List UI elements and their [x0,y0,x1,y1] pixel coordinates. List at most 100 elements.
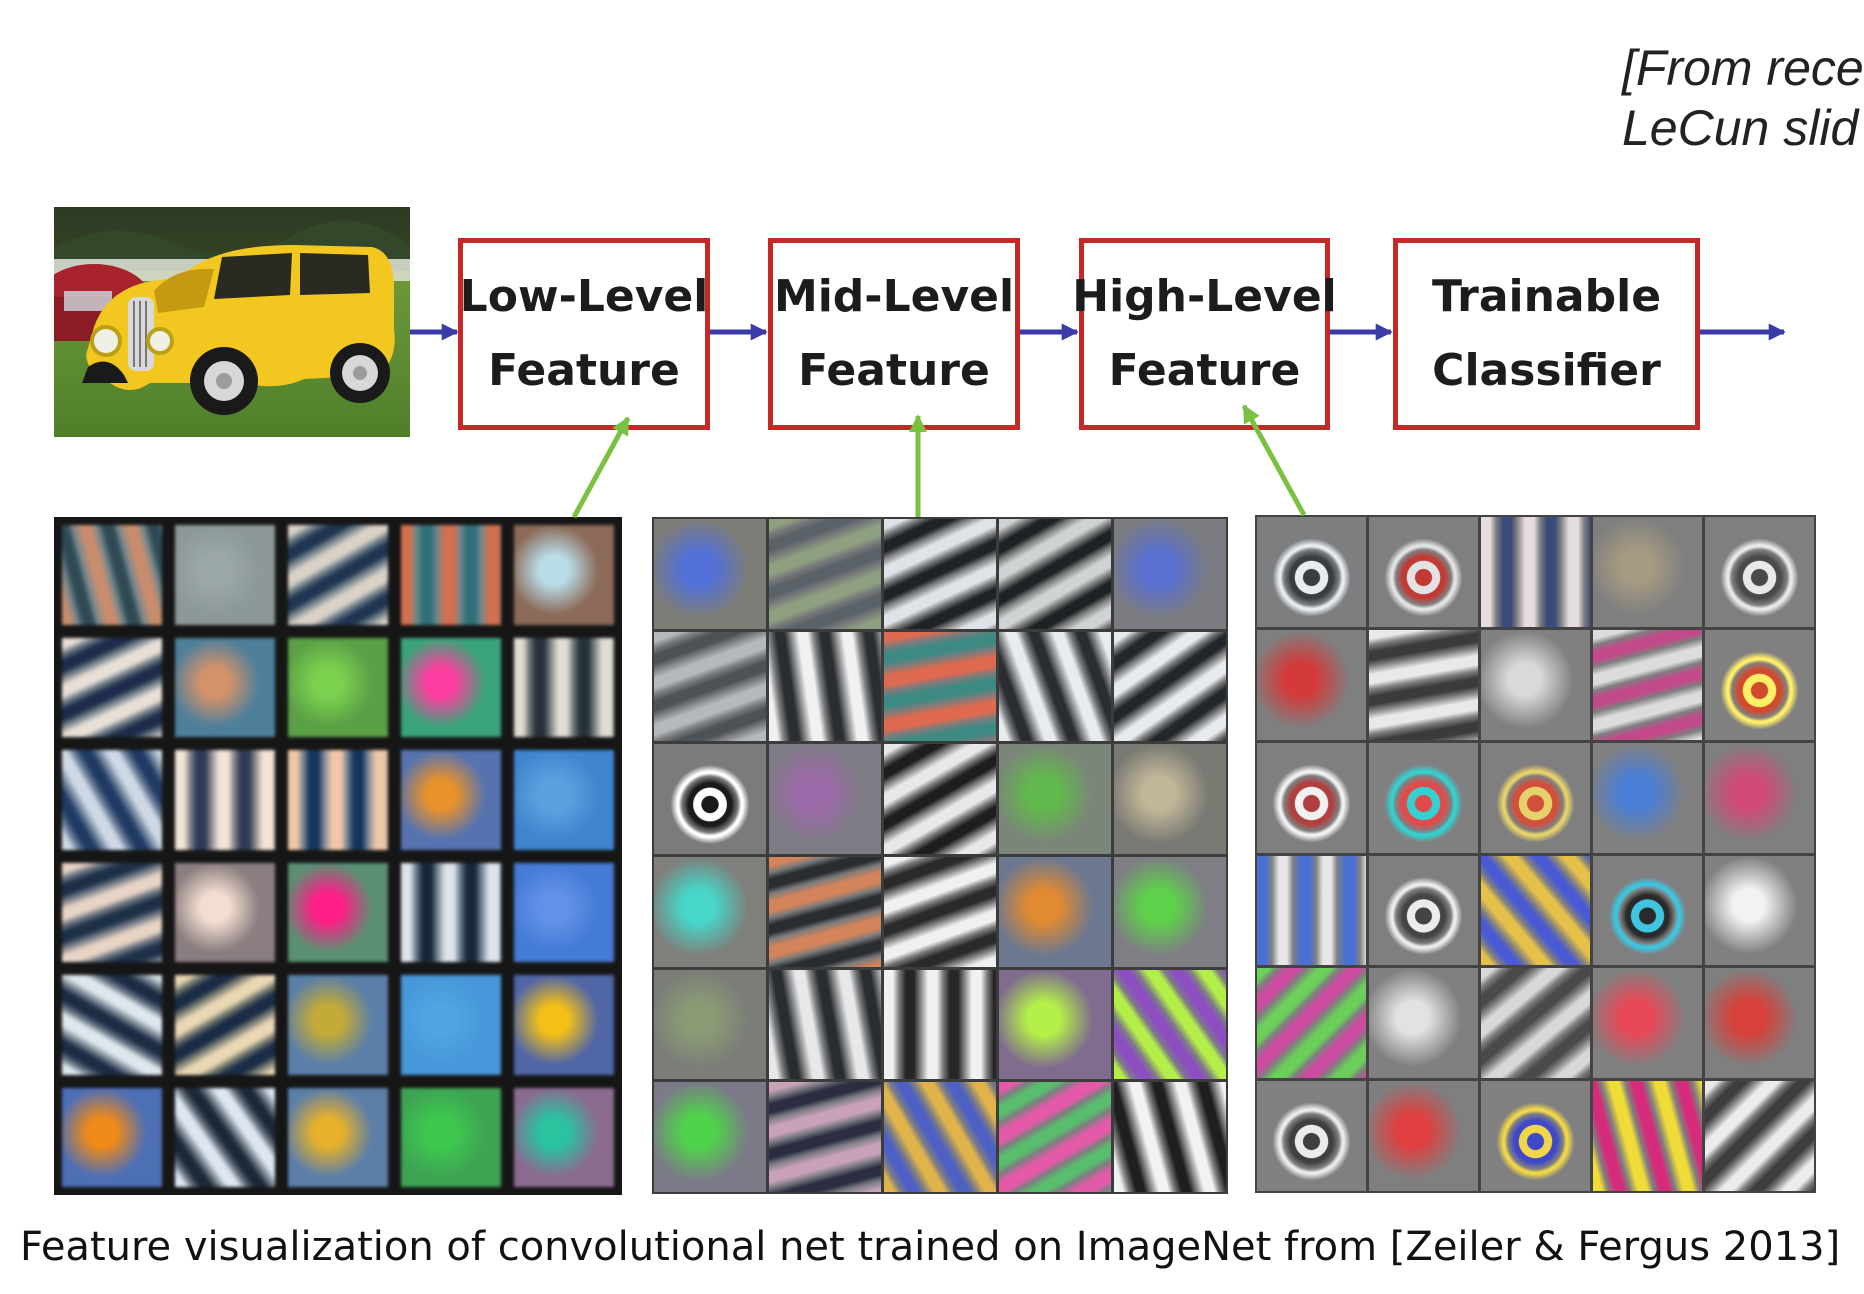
feature-tile [654,1082,766,1192]
citation-line-2: LeCun slid [1622,100,1859,156]
feature-tile [999,969,1111,1080]
feature-tile [62,975,162,1075]
feature-tile [62,750,162,850]
feature-tile [1369,1081,1478,1191]
stage-label-line-2: Feature [798,345,990,396]
feature-tile [514,1087,614,1187]
feature-tile [401,750,501,850]
feature-tile [654,856,766,967]
stage-label-line-1: Low-Level [459,271,709,322]
feature-tile [175,975,275,1075]
feature-tile [1257,1081,1366,1191]
feature-tile [1593,968,1702,1079]
feature-tile [769,631,881,742]
feature-tile [1257,517,1366,627]
feature-tile [288,637,388,737]
feature-tile [654,744,766,854]
feature-tile [884,631,996,742]
feature-tile [514,750,614,850]
feature-tile [1705,629,1814,740]
high-level-feature-grid [1255,515,1816,1193]
feature-tile [288,750,388,850]
feature-tile [1257,629,1366,740]
feature-tile [1481,855,1590,966]
feature-tile [999,519,1111,629]
citation-note: [From rece LeCun slid [1622,38,1864,158]
feature-tile [654,969,766,1080]
feature-tile [401,525,501,625]
feature-tile [1481,742,1590,853]
feature-tile [62,862,162,962]
feature-tile [288,862,388,962]
feature-tile [62,637,162,737]
feature-tile [1369,855,1478,966]
low-level-feature-grid [54,517,622,1195]
stage-label-line-2: Classifier [1432,345,1661,396]
feature-tile [1114,856,1226,967]
feature-tile [1369,742,1478,853]
feature-arrow-low [571,416,631,519]
stage-label-line-2: Feature [488,345,680,396]
feature-tile [514,862,614,962]
feature-tile [769,744,881,854]
feature-tile [1114,969,1226,1080]
figure-caption: Feature visualization of convolutional n… [20,1224,1841,1270]
feature-arrow-high [1241,404,1307,517]
feature-tile [999,856,1111,967]
feature-tile [62,1087,162,1187]
stage-mid-level-feature: Mid-Level Feature [768,238,1020,430]
car-photo-illustration [54,207,410,437]
feature-tile [999,631,1111,742]
feature-tile [1593,855,1702,966]
feature-tile [175,525,275,625]
feature-tile [1593,742,1702,853]
feature-tile [1257,742,1366,853]
feature-tile [1481,1081,1590,1191]
feature-tile [1593,1081,1702,1191]
stage-label-line-1: Trainable [1431,271,1662,322]
feature-tile [1114,1082,1226,1192]
stage-label-line-2: Feature [1108,345,1301,396]
feature-tile [175,750,275,850]
feature-tile [288,975,388,1075]
stage-trainable-classifier: Trainable Classifier [1393,238,1700,430]
feature-tile [1481,517,1590,627]
feature-tile [175,1087,275,1187]
feature-tile [884,856,996,967]
feature-tile [1114,519,1226,629]
feature-tile [1705,968,1814,1079]
stage-high-level-feature: High-Level Feature [1072,238,1337,430]
input-image-car [54,207,410,437]
stage-low-level-feature: Low-Level Feature [458,238,710,430]
citation-line-1: [From rece [1622,40,1864,96]
feature-tile [769,969,881,1080]
feature-tile [769,856,881,967]
mid-level-feature-grid [652,517,1228,1194]
feature-tile [401,862,501,962]
feature-tile [1593,629,1702,740]
feature-tile [1257,855,1366,966]
feature-tile [514,637,614,737]
feature-tile [1257,968,1366,1079]
feature-tile [514,525,614,625]
feature-tile [401,975,501,1075]
feature-tile [999,744,1111,854]
feature-tile [884,744,996,854]
feature-tile [1369,629,1478,740]
feature-tile [1705,517,1814,627]
stage-label-line-1: Mid-Level [773,271,1015,322]
feature-tile [999,1082,1111,1192]
feature-tile [884,969,996,1080]
feature-tile [175,862,275,962]
feature-tile [884,1082,996,1192]
feature-tile [514,975,614,1075]
feature-tile [1114,631,1226,742]
feature-tile [288,1087,388,1187]
feature-tile [1593,517,1702,627]
feature-tile [1369,517,1478,627]
feature-tile [1481,968,1590,1079]
feature-tile [769,1082,881,1192]
feature-tile [769,519,881,629]
feature-tile [1705,1081,1814,1191]
